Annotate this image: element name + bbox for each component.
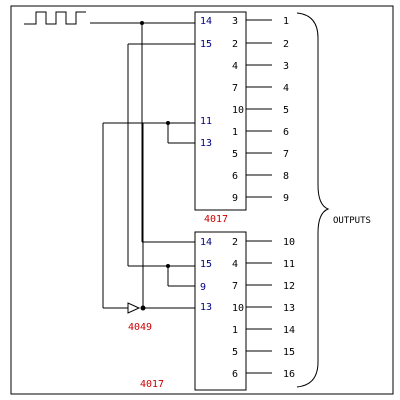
chip1-body [194, 11, 247, 211]
output-number: 9 [283, 193, 289, 204]
chip1-right-pin: 7 [232, 83, 238, 94]
junction-dots [140, 21, 170, 311]
chip2-left-pin: 13 [200, 302, 212, 313]
inverter-part-label: 4049 [128, 322, 152, 333]
output-number: 14 [283, 325, 295, 336]
chip1-right-pin: 10 [232, 105, 244, 116]
chip2-right-pin: 7 [232, 281, 238, 292]
chip2-left-pin: 15 [200, 259, 212, 270]
chip1-right-pin: 4 [232, 61, 238, 72]
output-number: 8 [283, 171, 289, 182]
output-number: 10 [283, 237, 295, 248]
chip1-left-pin: 13 [200, 138, 212, 149]
inverter-symbol [127, 302, 141, 314]
output-number: 15 [283, 347, 295, 358]
chip1-right-pin: 6 [232, 171, 238, 182]
outputs-brace [296, 12, 330, 388]
outputs-brace-label: OUTPUTS [333, 216, 371, 226]
chip2-part-label: 4017 [140, 379, 164, 390]
output-number: 3 [283, 61, 289, 72]
chip2-left-pin: 9 [200, 282, 206, 293]
output-number: 2 [283, 39, 289, 50]
chip1-part-label: 4017 [204, 214, 228, 225]
output-number: 13 [283, 303, 295, 314]
output-number: 5 [283, 105, 289, 116]
output-number: 16 [283, 369, 295, 380]
chip1-right-pin: 1 [232, 127, 238, 138]
clock-waveform [24, 11, 86, 25]
chip1-left-pin: 11 [200, 116, 212, 127]
chip2-right-pin: 1 [232, 325, 238, 336]
chip2-right-pin: 5 [232, 347, 238, 358]
chip1-right-pin: 3 [232, 16, 238, 27]
chip1-right-pin: 5 [232, 149, 238, 160]
chip2-right-pin: 4 [232, 259, 238, 270]
wires [90, 22, 195, 309]
output-number: 7 [283, 149, 289, 160]
output-number: 6 [283, 127, 289, 138]
chip2-right-pin: 6 [232, 369, 238, 380]
chip1-right-pin: 9 [232, 193, 238, 204]
chip2-body [194, 231, 247, 391]
output-number: 4 [283, 83, 289, 94]
output-number: 12 [283, 281, 295, 292]
chip1-left-pin: 14 [200, 16, 212, 27]
diagram-frame [10, 5, 394, 395]
chip2-right-pin: 10 [232, 303, 244, 314]
output-number: 11 [283, 259, 295, 270]
chip2-left-pin: 14 [200, 237, 212, 248]
chip2-right-pin: 2 [232, 237, 238, 248]
chip1-left-pin: 15 [200, 39, 212, 50]
chip1-right-pin: 2 [232, 39, 238, 50]
output-number: 1 [283, 16, 289, 27]
